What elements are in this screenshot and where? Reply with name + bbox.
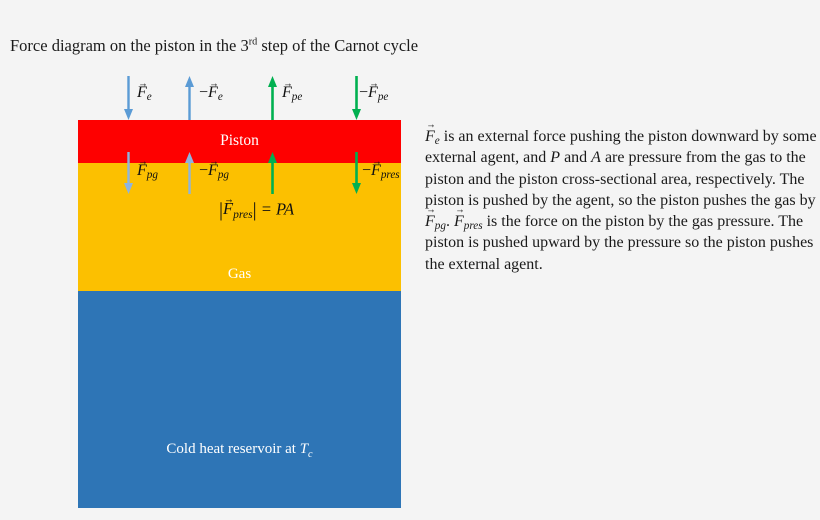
- title-ordinal-suffix: rd: [248, 36, 258, 48]
- explanation-text-3: are pressure from the gas to the piston …: [425, 149, 816, 209]
- arrow-force-external-down: [123, 76, 134, 120]
- equation-bar-close: |: [252, 199, 257, 221]
- label-force-piston-on-external-up: Fpe: [282, 85, 303, 104]
- equation-right-hand-side: = PA: [256, 199, 295, 219]
- arrow-force-piston-on-external-up: [267, 76, 278, 120]
- label-subscript: pres: [380, 169, 400, 182]
- label-symbol: F: [368, 85, 378, 101]
- label-force-external-down: Fe: [137, 85, 152, 104]
- label-sign: −: [199, 84, 209, 101]
- label-symbol: F: [137, 85, 147, 101]
- reservoir-label-text: Cold heat reservoir at: [166, 441, 300, 457]
- piston-label: Piston: [220, 132, 259, 149]
- cold-reservoir-band: Cold heat reservoir at Tc: [78, 291, 401, 508]
- equation-force-symbol: F: [223, 201, 233, 218]
- label-subscript: e: [217, 91, 223, 104]
- gas-label: Gas: [227, 266, 252, 282]
- explanation-symbol-fpg: F: [425, 211, 435, 232]
- explanation-paragraph: Fe is an external force pushing the pist…: [425, 126, 817, 275]
- label-subscript: pg: [146, 169, 158, 182]
- label-sign: −: [199, 162, 209, 179]
- piston-band: Piston: [78, 120, 401, 163]
- label-force-piston-on-external-down: −Fpe: [359, 84, 389, 104]
- explanation-text-5: is the force on the piston by the gas pr…: [425, 213, 814, 273]
- label-symbol: F: [208, 85, 218, 101]
- label-symbol: F: [208, 163, 218, 179]
- explanation-symbol-fpres: F: [454, 211, 464, 232]
- explanation-subscript-pg: pg: [434, 220, 446, 233]
- label-subscript: pg: [217, 169, 229, 182]
- piston-diagram: Piston Gas Cold heat reservoir at Tc: [78, 120, 401, 508]
- pressure-force-equation: |Fpres| = PA: [219, 199, 295, 221]
- explanation-subscript-e: e: [434, 135, 440, 148]
- explanation-text-4: .: [445, 213, 454, 231]
- label-force-pressure-down: −Fpres: [362, 162, 400, 182]
- label-symbol: F: [137, 163, 147, 179]
- arrow-force-external-up: [184, 76, 195, 120]
- explanation-variable-a: A: [591, 149, 601, 167]
- label-force-piston-on-gas-up: −Fpg: [199, 162, 229, 182]
- arrow-force-piston-on-gas-up: [184, 152, 195, 194]
- label-force-external-up: −Fe: [199, 84, 223, 104]
- reservoir-temperature-subscript: c: [308, 449, 313, 460]
- equation-force-subscript: pres: [233, 208, 253, 221]
- cold-reservoir-label: Cold heat reservoir at Tc: [78, 441, 401, 460]
- explanation-subscript-pres: pres: [463, 220, 483, 233]
- arrow-force-piston-on-external-down: [351, 76, 362, 120]
- label-subscript: pe: [377, 91, 389, 104]
- label-symbol: F: [282, 85, 292, 101]
- title-text-after: step of the Carnot cycle: [257, 36, 419, 55]
- label-symbol: F: [371, 163, 381, 179]
- equation-bar-open: |: [219, 199, 224, 221]
- label-force-piston-on-gas-down: Fpg: [137, 163, 158, 182]
- arrow-force-piston-on-gas-down: [123, 152, 134, 194]
- arrow-force-pressure-up: [267, 152, 278, 194]
- explanation-text-2: and: [560, 149, 592, 167]
- explanation-variable-p: P: [550, 149, 561, 167]
- explanation-symbol-fe: F: [425, 126, 435, 147]
- label-sign: −: [362, 162, 372, 179]
- explanation-text-1: is an external force pushing the piston …: [425, 128, 817, 167]
- reservoir-temperature-symbol: T: [299, 441, 309, 457]
- label-subscript: pe: [291, 91, 303, 104]
- title-text-before: Force diagram on the piston in the 3: [10, 36, 249, 55]
- page-title: Force diagram on the piston in the 3rd s…: [10, 36, 418, 56]
- label-subscript: e: [146, 91, 152, 104]
- arrow-force-pressure-down: [351, 152, 362, 194]
- label-sign: −: [359, 84, 369, 101]
